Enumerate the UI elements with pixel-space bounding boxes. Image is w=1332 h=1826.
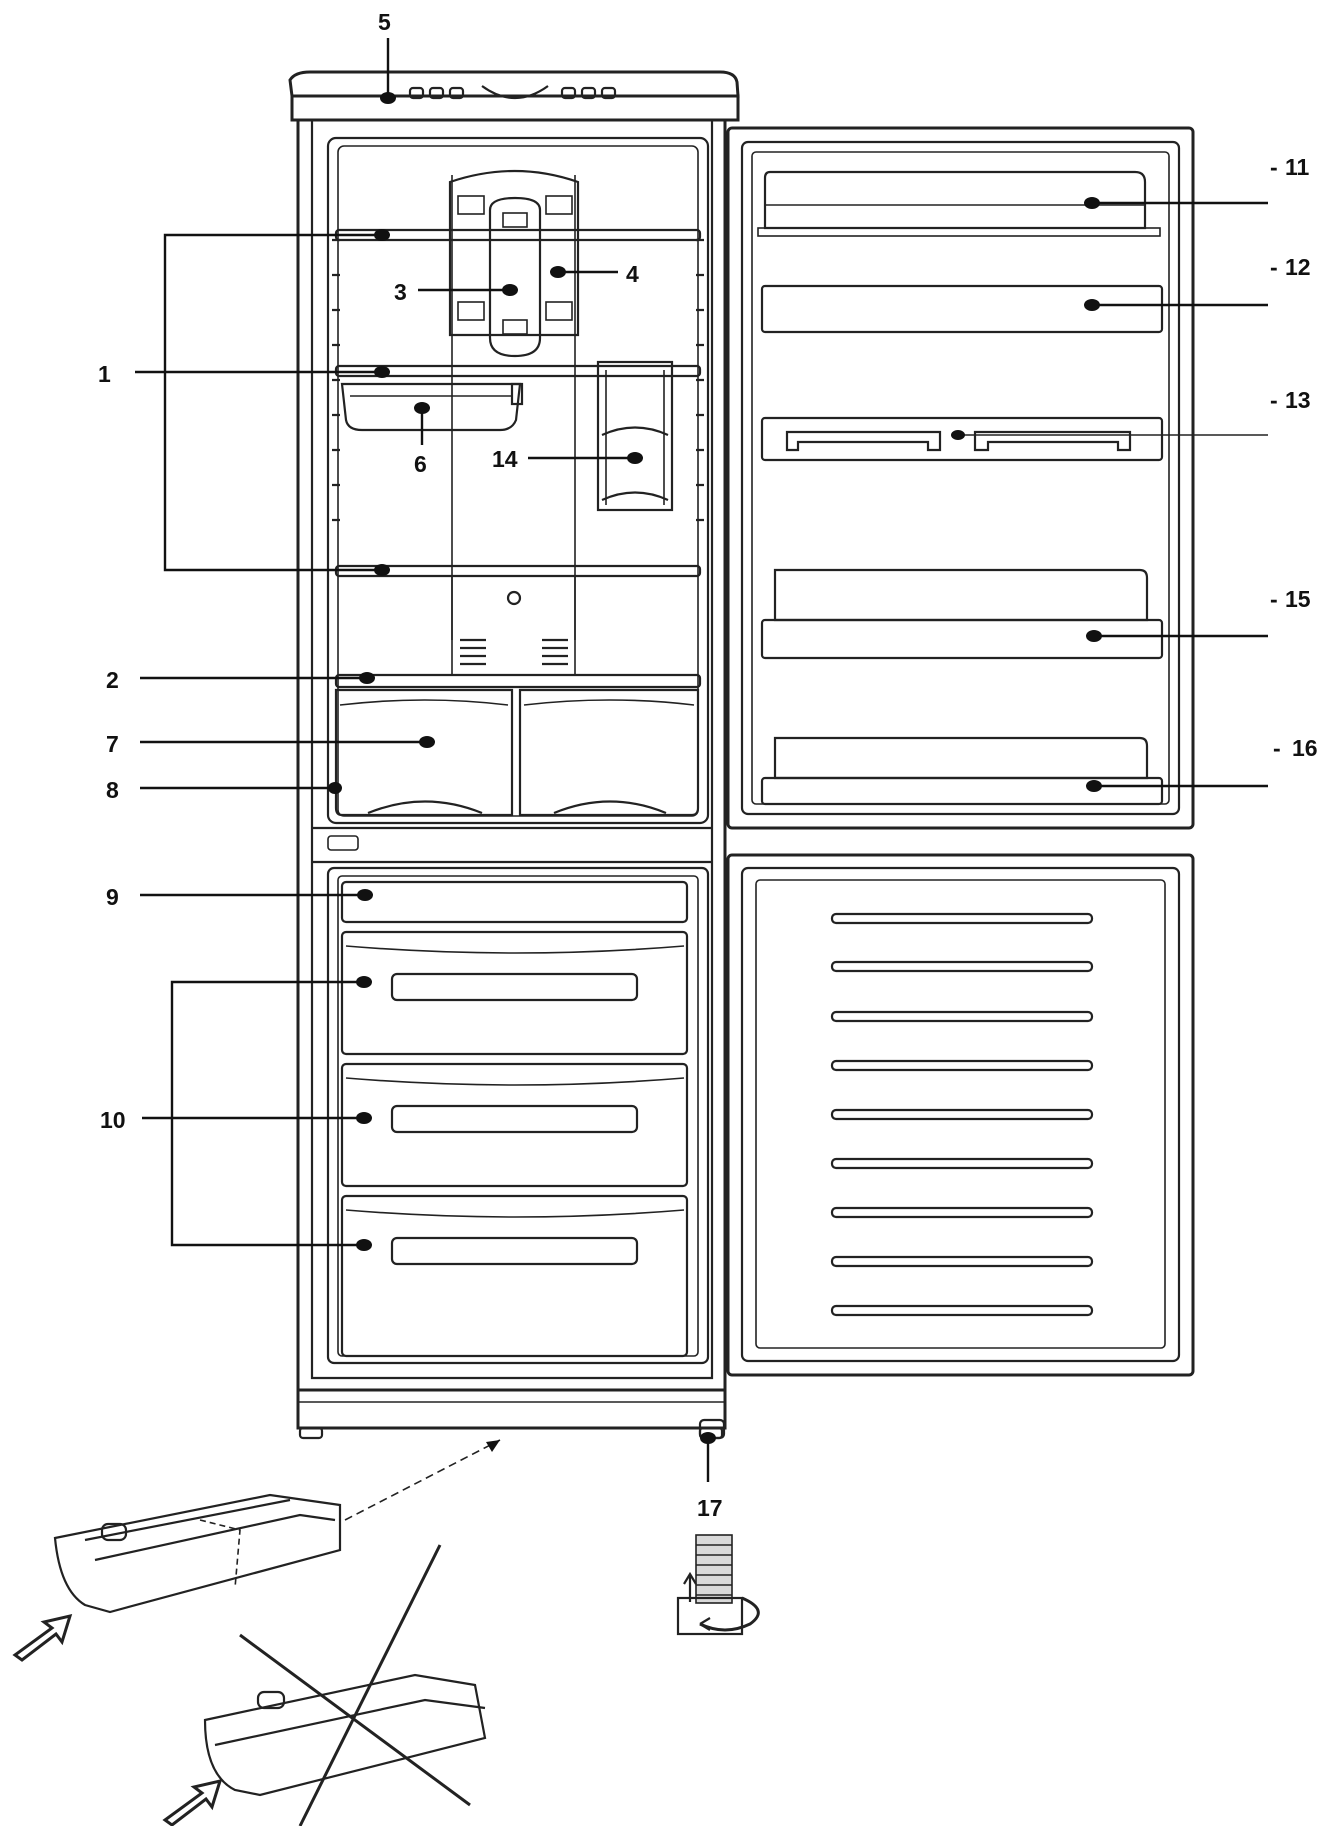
- label-16: 16: [1292, 735, 1318, 761]
- foot-detail: [676, 1534, 760, 1636]
- control-buttons: [408, 85, 617, 100]
- plinth: [296, 1388, 727, 1430]
- label-7: 7: [106, 731, 119, 757]
- label-13: 13: [1285, 387, 1311, 413]
- freezer-drawers: [340, 930, 689, 1358]
- label-3: 3: [394, 279, 407, 305]
- label-12: 12: [1285, 254, 1311, 280]
- label-10: 10: [100, 1107, 126, 1133]
- crisper-cover: [334, 673, 702, 689]
- label-9: 9: [106, 884, 119, 910]
- plinth-clip-correct: [12, 1439, 501, 1662]
- fridge-cabinet: [288, 70, 740, 1440]
- label-16-dash: -: [1273, 735, 1281, 761]
- freezer-flap: [340, 880, 689, 924]
- shelf-supports: [332, 238, 704, 522]
- part-labels: 5 1 3 4 6 14 2 7 8 9 10 - 11 - 12 - 13 -…: [98, 9, 1318, 1521]
- label-15-dash: -: [1270, 586, 1278, 612]
- label-12-dash: -: [1270, 254, 1278, 280]
- label-2: 2: [106, 667, 119, 693]
- small-drawer: [340, 382, 522, 432]
- door-ridges: [830, 912, 1094, 1317]
- label-17: 17: [697, 1495, 723, 1521]
- label-4: 4: [626, 261, 639, 287]
- freezer-compartment: [326, 866, 710, 1365]
- label-11-dash: -: [1270, 154, 1278, 180]
- light-fan-unit: [448, 169, 580, 358]
- fridge-compartment: [326, 136, 710, 825]
- label-14: 14: [492, 446, 518, 472]
- label-15: 15: [1285, 586, 1311, 612]
- label-8: 8: [106, 777, 119, 803]
- label-1: 1: [98, 361, 111, 387]
- control-panel: [288, 70, 740, 98]
- crisper-drawers: [334, 688, 700, 817]
- bottle-rack: [596, 360, 674, 512]
- plinth-clip-incorrect: [162, 1544, 487, 1826]
- label-6: 6: [414, 451, 427, 477]
- label-13-dash: -: [1270, 387, 1278, 413]
- fridge-door: [726, 126, 1195, 830]
- rear-panel-lower: [451, 575, 576, 676]
- label-11: 11: [1285, 154, 1310, 180]
- control-panel-front: [290, 94, 740, 122]
- label-5: 5: [378, 9, 391, 35]
- callouts: [135, 38, 1268, 1482]
- freezer-door: [726, 853, 1195, 1377]
